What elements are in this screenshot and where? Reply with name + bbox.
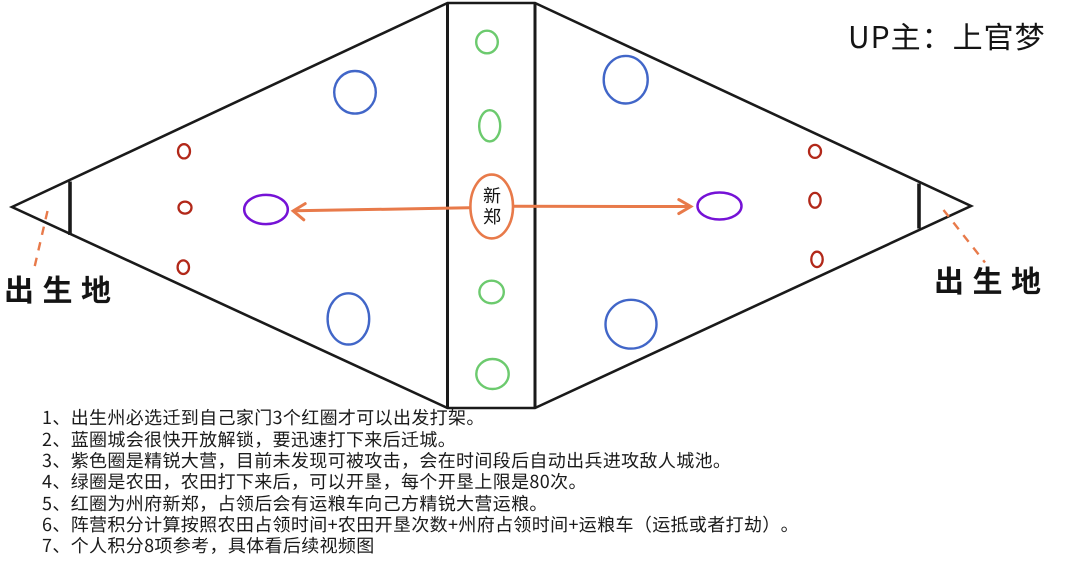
left-supply-arrow-shaft — [293, 206, 471, 213]
left-elite-camp-circle — [242, 193, 290, 226]
farmland-2 — [478, 109, 502, 143]
blue-city-bottom-left — [326, 292, 371, 346]
red-home-circles — [176, 143, 824, 276]
note-line-6: 6、阵营积分计算按照农田占领时间+农田开垦次数+州府占领时间+运粮车（运抵或者打… — [42, 511, 800, 538]
left-supply-arrow — [290, 202, 471, 222]
farmland-circles — [475, 29, 510, 391]
note-line-1: 1、出生州必选迁到自己家门3个红圈才可以出发打架。 — [42, 404, 485, 431]
note-line-2: 2、蓝圈城会很快开放解锁，要迅速打下来后迁城。 — [42, 425, 457, 452]
note-line-4: 4、绿圈是农田，农田打下来后，可以开垦，每个开垦上限是80次。 — [42, 468, 587, 495]
right-supply-arrowhead — [677, 198, 694, 216]
farmland-3 — [478, 279, 505, 305]
red-circle-left-3 — [176, 259, 191, 276]
blue-city-top-left — [333, 69, 378, 115]
blue-city-circles — [326, 54, 658, 350]
right-supply-arrow — [512, 198, 694, 216]
right-spawn-leader-line — [942, 209, 986, 264]
right-spawn-label: 出生地 — [934, 256, 1050, 301]
red-circle-left-2 — [177, 200, 193, 215]
note-line-5: 5、红圈为州府新郑，占领后会有运粮车向己方精锐大营运粮。 — [42, 489, 548, 516]
note-line-3: 3、紫色圈是精锐大营，目前未发现可被攻击，会在时间段后自动出兵进攻敌人城池。 — [42, 447, 732, 474]
blue-city-top-right — [602, 54, 649, 105]
red-circle-right-2 — [808, 191, 822, 209]
right-elite-camp-circle — [696, 191, 743, 221]
center-city-label: 新郑 — [483, 181, 501, 230]
red-circle-left-1 — [176, 143, 192, 160]
left-spawn-leader-line — [32, 210, 49, 272]
note-line-7: 7、个人积分8项参考，具体看后续视频图 — [42, 532, 375, 559]
blue-city-bottom-right — [604, 298, 658, 350]
farmland-4 — [475, 357, 510, 391]
author-credit: UP主：上官梦 — [848, 13, 1046, 57]
left-supply-arrowhead — [290, 202, 307, 222]
red-circle-right-1 — [807, 143, 823, 160]
left-spawn-label: 出生地 — [4, 266, 120, 310]
notes-list: 1、出生州必选迁到自己家门3个红圈才可以出发打架。 2、蓝圈城会很快开放解锁，要… — [42, 404, 800, 559]
farmland-1 — [475, 29, 500, 55]
red-circle-right-3 — [810, 250, 824, 269]
